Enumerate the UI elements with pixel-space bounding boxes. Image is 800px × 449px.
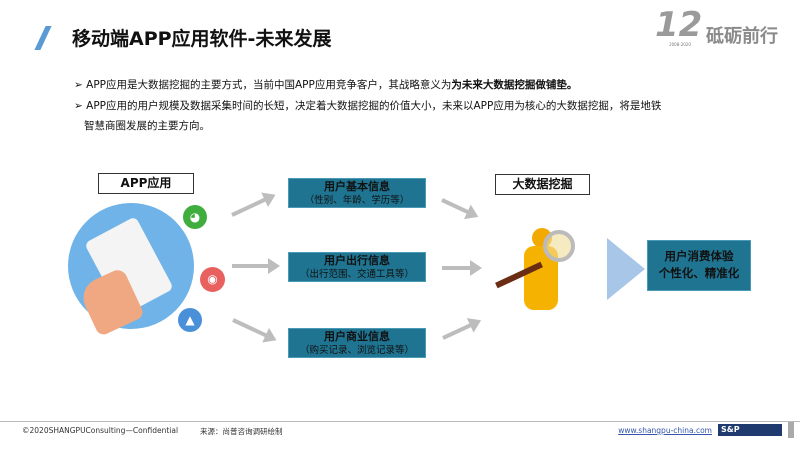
bullet-2: ➢ APP应用的用户规模及数据采集时间的长短，决定着大数据挖掘的价值大小，未来以…	[74, 100, 662, 112]
arrow-right-icon	[232, 258, 280, 274]
bullet-bold-text: 为未来大数据挖掘做铺垫。	[451, 79, 578, 91]
bullet-1: ➢ APP应用是大数据挖掘的主要方式，当前中国APP应用竞争客户，其战略意义为为…	[74, 79, 578, 91]
info-box-travel: 用户出行信息 （出行范围、交通工具等）	[288, 252, 426, 282]
arrow-right-icon	[231, 196, 270, 217]
result-line-1: 用户消费体验	[664, 249, 734, 263]
info-sub: （出行范围、交通工具等）	[299, 269, 414, 280]
info-title: 用户出行信息	[324, 254, 390, 267]
bullet-2-cont: 智慧商圈发展的主要方向。	[84, 120, 210, 132]
page-title: 移动端APP应用软件-未来发展	[72, 28, 332, 50]
footer-source: 来源：尚普咨询调研绘制	[200, 427, 283, 436]
footer-marker	[788, 422, 794, 438]
wechat-icon: ◕	[183, 205, 207, 229]
badge-number: 12	[655, 5, 703, 45]
bullet-text: APP应用是大数据挖掘的主要方式，当前中国APP应用竞争客户，其战略意义为	[86, 79, 452, 91]
weibo-icon: ◉	[200, 267, 225, 292]
qq-icon: ▲	[178, 308, 202, 332]
info-title: 用户商业信息	[324, 330, 390, 343]
magnifier-icon	[543, 230, 575, 262]
slogan: 砥砺前行	[706, 26, 778, 47]
info-title: 用户基本信息	[324, 180, 390, 193]
badge-years: 2008-2020	[669, 42, 691, 47]
result-box: 用户消费体验 个性化、精准化	[647, 240, 751, 291]
arrow-right-icon	[442, 321, 475, 340]
info-sub: （性别、年龄、学历等）	[304, 195, 410, 206]
footer-url-link[interactable]: www.shangpu-china.com	[618, 426, 712, 435]
result-line-2: 个性化、精准化	[658, 266, 740, 280]
phone-hand-illustration	[68, 203, 194, 338]
info-box-basic: 用户基本信息 （性别、年龄、学历等）	[288, 178, 426, 208]
mining-label: 大数据挖掘	[495, 174, 590, 195]
arrow-right-icon	[442, 260, 482, 276]
info-sub: （购买记录、浏览记录等）	[299, 345, 414, 356]
arrow-right-icon	[232, 318, 271, 339]
info-box-commerce: 用户商业信息 （购买记录、浏览记录等）	[288, 328, 426, 358]
app-label: APP应用	[98, 173, 194, 194]
footer-copyright: ©2020SHANGPUConsulting—Confidential	[22, 426, 179, 435]
title-accent-bar	[34, 26, 52, 50]
footer-divider	[0, 421, 800, 422]
footer-logo: S&P	[718, 424, 782, 436]
data-mining-figure-illustration	[488, 222, 600, 314]
arrow-right-icon	[441, 198, 472, 216]
bullet-text: APP应用的用户规模及数据采集时间的长短，决定着大数据挖掘的价值大小，未来以AP…	[86, 100, 662, 112]
anniversary-badge: 12 2008-2020	[655, 8, 705, 50]
